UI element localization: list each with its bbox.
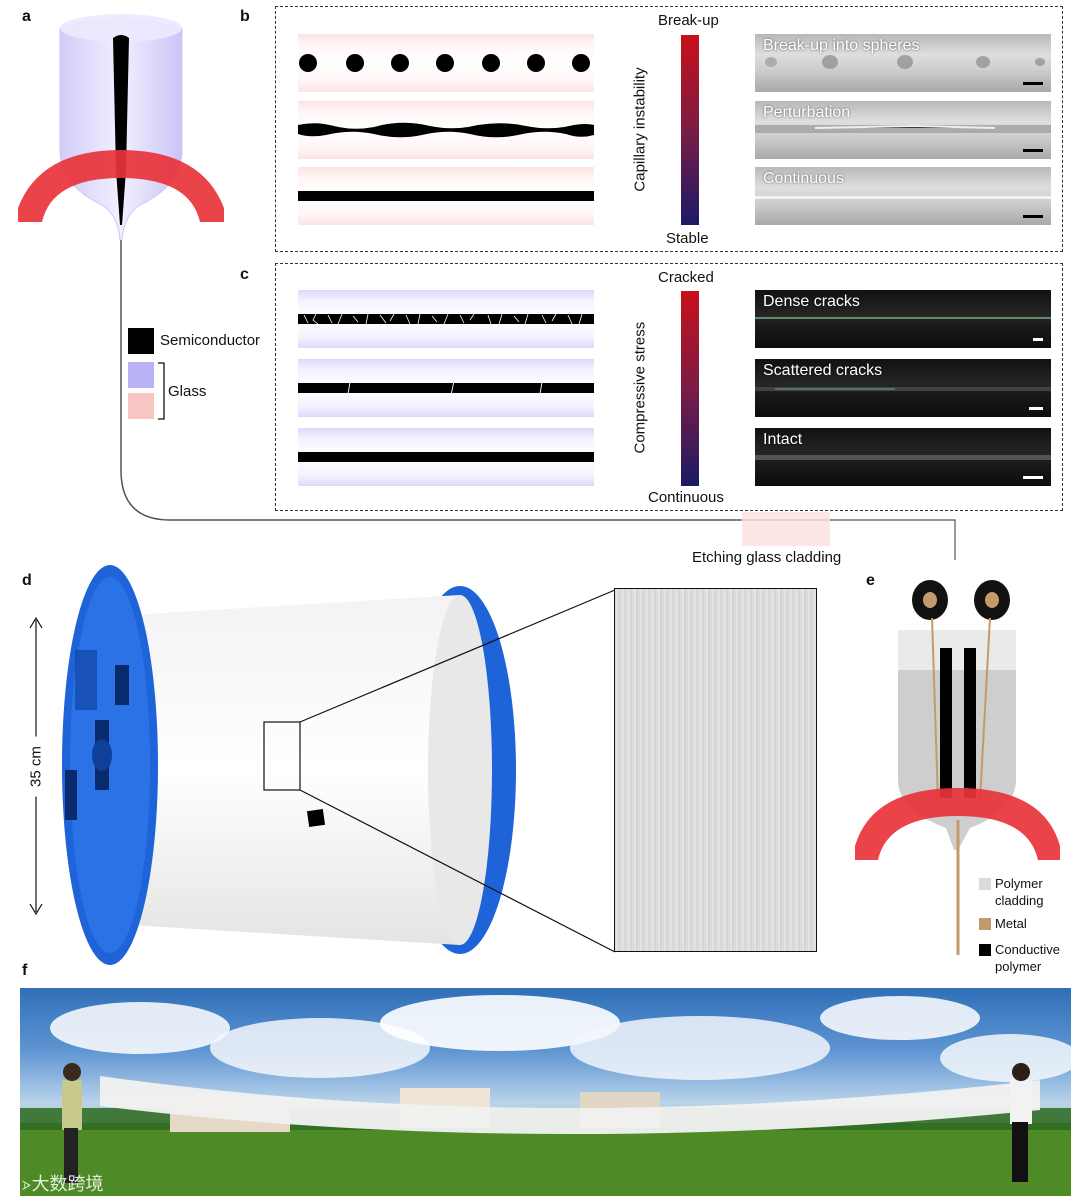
panel-b-box — [275, 6, 1063, 252]
semiconductor-swatch — [128, 328, 154, 354]
fabric-zoom — [614, 588, 817, 952]
breakup-top-label: Break-up — [658, 12, 719, 29]
polymer-cladding-label-line1: Polymer — [995, 876, 1043, 891]
scale-bar — [1023, 215, 1043, 218]
panel-label-a: a — [22, 8, 31, 25]
photo-scattered-cracks: Scattered cracks — [755, 359, 1051, 417]
panel-label-e: e — [866, 572, 875, 589]
polymer-cladding-label-line2: cladding — [995, 893, 1044, 908]
polymer-fiber-draw-illustration — [855, 580, 1060, 955]
photo-perturbation-label: Perturbation — [763, 104, 851, 121]
panel-label-d: d — [22, 572, 32, 589]
panel-c-box — [275, 263, 1063, 511]
scattered-cracks-strip — [298, 359, 594, 417]
conductive-polymer-label-line1: Conductive — [995, 942, 1061, 957]
photo-breakup: Break-up into spheres — [755, 34, 1051, 92]
perturbation-strip — [298, 101, 594, 159]
fiber-draw-illustration — [18, 14, 956, 560]
photo-intact: Intact — [755, 428, 1051, 486]
panel-label-b: b — [240, 8, 250, 25]
metal-swatch — [979, 918, 991, 930]
continuous-strip — [298, 167, 594, 225]
spool-height-label: 35 cm — [27, 736, 45, 797]
cracked-top-label: Cracked — [658, 269, 714, 286]
watermark-text: 大数跨境 — [31, 1174, 104, 1195]
scale-bar — [1033, 338, 1043, 341]
conductive-polymer-label-line2: polymer — [995, 959, 1042, 974]
photo-dense-cracks: Dense cracks — [755, 290, 1051, 348]
fabric-photo — [20, 988, 1071, 1196]
etching-label: Etching glass cladding — [692, 549, 842, 566]
photo-continuous: Continuous — [755, 167, 1051, 225]
photo-dense-cracks-label: Dense cracks — [763, 293, 860, 310]
glass-pink-swatch — [128, 393, 154, 419]
photo-perturbation: Perturbation — [755, 101, 1051, 159]
scale-bar — [1023, 476, 1043, 479]
glass-label: Glass — [168, 383, 207, 400]
metal-label: Metal — [995, 916, 1027, 931]
photo-breakup-label: Break-up into spheres — [763, 37, 920, 54]
glass-blue-swatch — [128, 362, 154, 388]
semiconductor-label: Semiconductor — [160, 332, 261, 349]
continuous-bottom-label: Continuous — [648, 489, 724, 506]
scale-bar — [1023, 149, 1043, 152]
scale-bar — [1029, 407, 1043, 410]
breakup-strip — [298, 34, 594, 92]
watermark-logo: ᐶ大数跨境 — [22, 1174, 104, 1195]
intact-strip — [298, 428, 594, 486]
compressive-axis-label: Compressive stress — [631, 321, 649, 454]
stable-bottom-label: Stable — [666, 230, 709, 247]
fiber-spool — [29, 565, 616, 965]
panel-label-f: f — [22, 962, 28, 979]
photo-intact-label: Intact — [763, 431, 803, 448]
polymer-cladding-swatch — [979, 878, 991, 890]
scale-bar — [1023, 82, 1043, 85]
panel-label-c: c — [240, 266, 249, 283]
stress-gradient-bar — [681, 291, 699, 486]
conductive-polymer-swatch — [979, 944, 991, 956]
instability-gradient-bar — [681, 35, 699, 225]
etching-bath — [742, 512, 830, 546]
glass-bracket — [158, 362, 165, 420]
capillary-axis-label: Capillary instability — [631, 67, 649, 192]
photo-scattered-cracks-label: Scattered cracks — [763, 362, 883, 379]
dense-cracks-strip — [298, 290, 594, 348]
photo-continuous-label: Continuous — [763, 170, 844, 187]
